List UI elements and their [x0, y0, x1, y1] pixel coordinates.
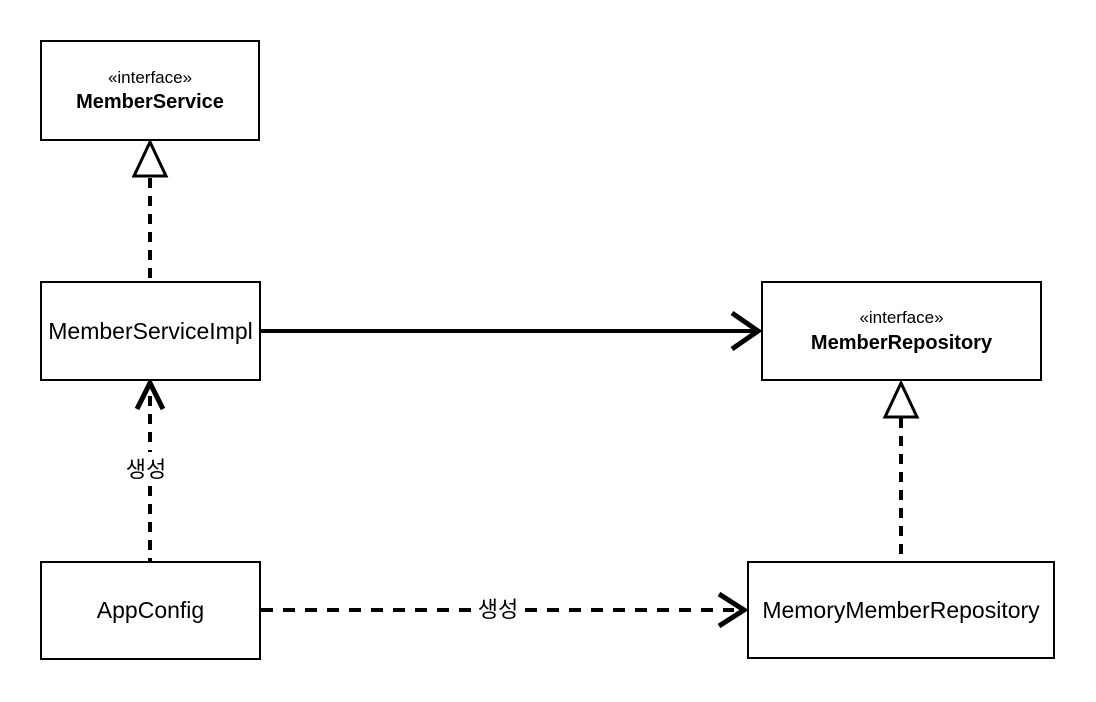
open-arrowhead-icon	[717, 591, 749, 629]
edge-impl-depends-on-repository	[261, 310, 763, 352]
class-name-label: AppConfig	[96, 597, 205, 623]
open-arrowhead-icon	[730, 310, 763, 352]
edge-appconfig-creates-memory-repository	[261, 591, 749, 629]
hollow-triangle-arrowhead-icon	[882, 379, 920, 419]
class-name-label: MemberService	[76, 91, 224, 114]
class-name-label: MemberServiceImpl	[48, 317, 253, 344]
edge-label-create: 생성	[474, 592, 522, 624]
stereotype-label: «interface»	[107, 67, 193, 87]
hollow-triangle-arrowhead-icon	[131, 138, 169, 178]
open-arrowhead-icon	[134, 377, 166, 411]
class-box-member-repository: «interface» MemberRepository	[761, 281, 1042, 381]
class-box-memory-member-repository: MemoryMemberRepository	[747, 561, 1055, 659]
class-name-label: MemberRepository	[810, 331, 993, 354]
class-box-app-config: AppConfig	[40, 561, 261, 660]
edge-impl-realizes-service	[131, 138, 169, 281]
class-box-member-service: «interface» MemberService	[40, 40, 260, 141]
edge-memory-realizes-repository	[882, 379, 920, 561]
class-name-label: MemoryMemberRepository	[762, 596, 1040, 623]
class-box-member-service-impl: MemberServiceImpl	[40, 281, 261, 381]
edge-appconfig-creates-impl	[134, 377, 166, 561]
edge-label-create: 생성	[122, 452, 170, 484]
stereotype-label: «interface»	[859, 308, 944, 328]
